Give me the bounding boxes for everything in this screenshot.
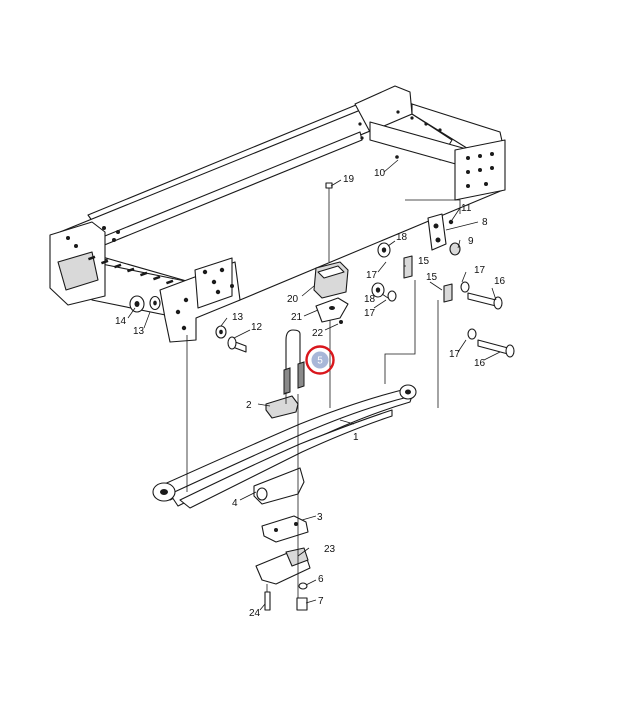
callout-15b: 15: [426, 272, 438, 283]
frame-bolt-heads: [66, 110, 494, 331]
chassis-frame: [49, 85, 506, 343]
callout-18b: 18: [364, 294, 376, 305]
callout-4: 4: [232, 498, 238, 509]
leader-lines: [127, 159, 501, 611]
highlight-fill: [311, 351, 329, 369]
callout-17d: 17: [449, 349, 461, 360]
callout-16b: 16: [474, 358, 486, 369]
rear-shackle-assembly: [371, 213, 515, 358]
callout-13a: 13: [232, 312, 244, 323]
callout-17a: 17: [366, 270, 378, 281]
callout-labels: 1 2 3 4 6 7 8 9 10 11 12 13 13 14 15 15 …: [115, 168, 506, 619]
callout-2: 2: [246, 400, 252, 411]
callout-11: 11: [461, 203, 472, 214]
callout-18a: 18: [396, 232, 408, 243]
callout-17b: 17: [364, 308, 376, 319]
callout-10: 10: [374, 168, 386, 179]
callout-20: 20: [287, 294, 299, 305]
callout-8: 8: [482, 217, 488, 228]
callout-1: 1: [353, 432, 359, 443]
callout-7: 7: [318, 596, 324, 607]
assembly-centerlines: [186, 199, 461, 598]
callout-23: 23: [324, 544, 336, 555]
leaf-spring-assembly: [152, 384, 417, 611]
callout-9: 9: [468, 236, 474, 247]
callout-19: 19: [343, 174, 355, 185]
callout-13b: 13: [133, 326, 145, 337]
frame-slot-holes: [88, 255, 174, 285]
highlight-ring: [305, 345, 335, 375]
callout-15a: 15: [418, 256, 430, 267]
callout-22: 22: [312, 328, 324, 339]
highlighted-callout-5[interactable]: 5: [305, 345, 335, 375]
callout-12: 12: [251, 322, 263, 333]
callout-24: 24: [249, 608, 261, 619]
callout-17c: 17: [474, 265, 486, 276]
callout-5: 5: [317, 356, 323, 367]
callout-16a: 16: [494, 276, 506, 287]
callout-6: 6: [318, 574, 324, 585]
callout-21: 21: [291, 312, 303, 323]
callout-3: 3: [317, 512, 323, 523]
callout-14: 14: [115, 316, 127, 327]
front-hanger-fasteners: [129, 295, 247, 353]
u-bolts: [283, 329, 305, 395]
